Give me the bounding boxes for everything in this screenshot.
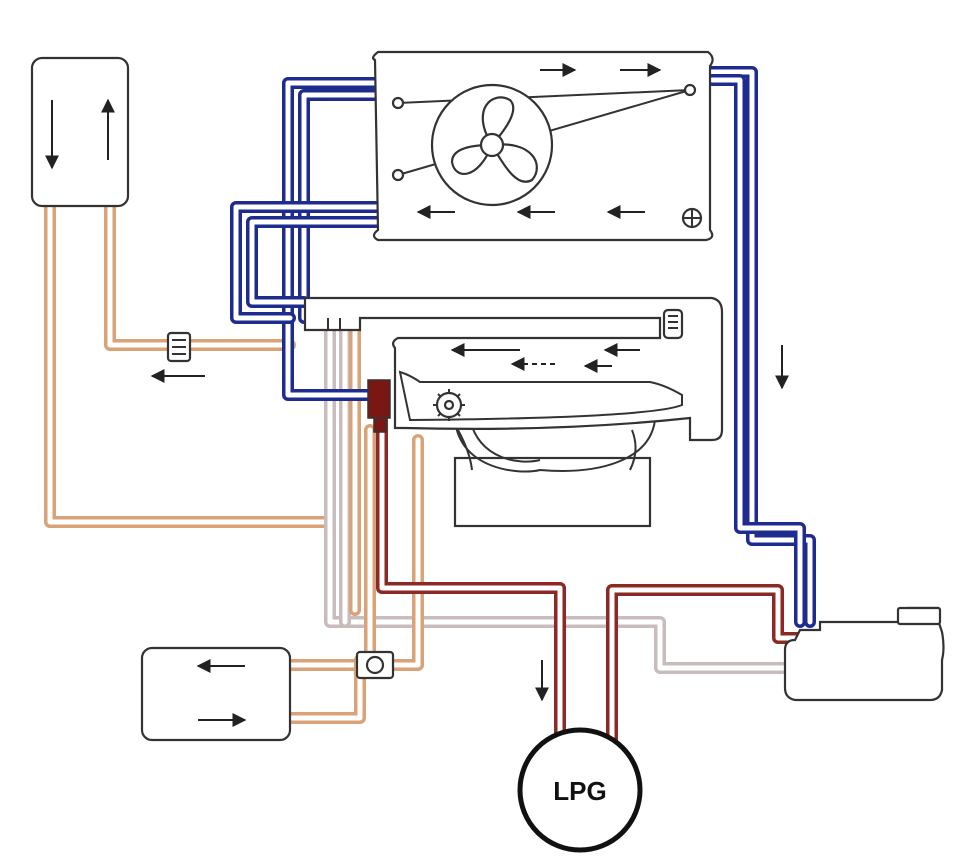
return-pipe-core: [327, 317, 798, 671]
thermostat-icon: [433, 389, 465, 421]
heater-top-pipe-right-core: [107, 197, 293, 348]
valve-icon: [150, 331, 205, 383]
radiator-upper-hose-core: [285, 80, 385, 398]
lpg-supply-pipe-core: [379, 417, 563, 755]
heater-top-pipe-left-core: [47, 197, 333, 525]
lpg-label: LPG: [553, 776, 606, 806]
filler-cap-icon: [896, 606, 942, 626]
sensor-icon: [662, 308, 684, 340]
pipes: [44, 66, 816, 758]
expansion-tank: [783, 606, 945, 702]
lpg-vaporizer: LPG: [517, 727, 643, 853]
engine-to-valve-pipe-core: [392, 437, 421, 668]
radiator-lower-hose-inner: [246, 216, 388, 308]
radiator-lower-hose-inner-core: [249, 219, 385, 305]
lower-heater-pipe-bottom-core: [287, 657, 363, 721]
engine: [303, 296, 724, 528]
engine-to-valve-pipe: [389, 434, 424, 671]
heater-control-valve-icon: [355, 650, 395, 680]
radiator-lower-hose-core: [233, 204, 385, 321]
fan-icon: [430, 83, 554, 207]
heater-core-lower: [140, 646, 292, 742]
drain-valve-icon: [681, 207, 703, 229]
radiator: [371, 50, 714, 242]
radiator-top-feed-core: [301, 92, 385, 321]
reducer-outlet: [367, 379, 391, 433]
lpg-return-pipe-core: [609, 587, 803, 755]
expansion-to-radiator-pipe-2-core: [709, 77, 803, 625]
heater-core-top: [30, 56, 130, 208]
expansion-to-radiator-pipe-core: [702, 69, 813, 625]
